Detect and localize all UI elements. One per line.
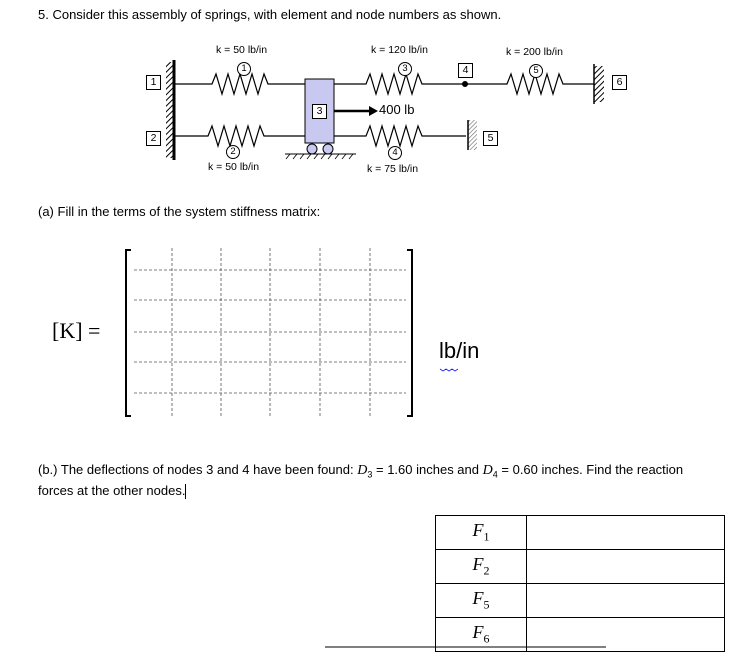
element-number-5: 5: [529, 64, 543, 78]
reaction-label-f5: F5: [435, 583, 527, 618]
table-row: F5: [435, 583, 725, 618]
question-title: 5. Consider this assembly of springs, wi…: [38, 7, 502, 22]
part-a-prompt: (a) Fill in the terms of the system stif…: [38, 204, 321, 219]
part-b-line1: (b.) The deflections of nodes 3 and 4 ha…: [38, 462, 683, 480]
reaction-value-f5[interactable]: [526, 583, 725, 618]
table-row: F6: [435, 617, 725, 652]
spring-label-k1: k = 50 lb/in: [216, 44, 268, 56]
node-5-wall-hatch: [468, 120, 477, 150]
node-number-1: 1: [146, 75, 161, 90]
d3-value: = 1.60 inches and: [376, 462, 479, 477]
left-wall-hatch: [166, 62, 174, 158]
element-number-4: 4: [388, 146, 402, 160]
load-label: 400 lb: [379, 102, 415, 117]
matrix-grid: [134, 248, 406, 418]
matrix-label: [K] =: [52, 318, 101, 343]
reaction-value-f6[interactable]: [526, 617, 725, 652]
element-number-2: 2: [226, 145, 240, 159]
spring-element-5: [465, 71, 594, 97]
element-number-3: 3: [398, 62, 412, 76]
d3-subscript: 3: [367, 469, 373, 480]
reaction-label-f6: F6: [435, 617, 527, 652]
node-number-5: 5: [483, 131, 498, 146]
spring-element-1: [174, 71, 306, 97]
d4-symbol: D: [482, 463, 493, 478]
right-wall-hatch: [594, 66, 604, 102]
part-b-line2: forces at the other nodes.: [38, 483, 187, 500]
node-number-2: 2: [146, 131, 161, 146]
text-cursor: [185, 484, 187, 500]
reaction-label-f2: F2: [435, 549, 527, 584]
spring-label-k3: k = 120 lb/in: [371, 44, 428, 56]
reaction-value-f2[interactable]: [526, 549, 725, 584]
spring-label-k4: k = 75 lb/in: [367, 163, 419, 175]
spring-element-3: [334, 71, 465, 97]
spring-label-k5: k = 200 lb/in: [506, 46, 563, 58]
reaction-value-f1[interactable]: [526, 515, 725, 550]
element-number-1: 1: [237, 62, 251, 76]
part-b-prefix: (b.) The deflections of nodes 3 and 4 ha…: [38, 462, 354, 477]
spring-element-2: [174, 123, 306, 149]
node-number-6: 6: [612, 75, 627, 90]
reaction-label-f1: F1: [435, 515, 527, 550]
d3-symbol: D: [357, 463, 368, 478]
cart-wheel-right: [322, 143, 334, 155]
spring-element-4: [334, 123, 466, 149]
spring-label-k2: k = 50 lb/in: [208, 161, 260, 173]
reaction-forces-table: F1 F2 F5 F6: [435, 515, 725, 652]
d4-subscript: 4: [492, 469, 498, 480]
cart-wheel-left: [306, 143, 318, 155]
table-row: F1: [435, 515, 725, 550]
matrix-left-bracket: [125, 249, 131, 417]
part-b-line2-text: forces at the other nodes.: [38, 483, 186, 498]
node-number-3: 3: [312, 104, 327, 119]
matrix-right-bracket: [407, 249, 413, 417]
matrix-units: lb/in: [439, 338, 480, 363]
table-row: F2: [435, 549, 725, 584]
d4-value: = 0.60 inches. Find the reaction: [501, 462, 684, 477]
node-number-4: 4: [458, 63, 473, 78]
